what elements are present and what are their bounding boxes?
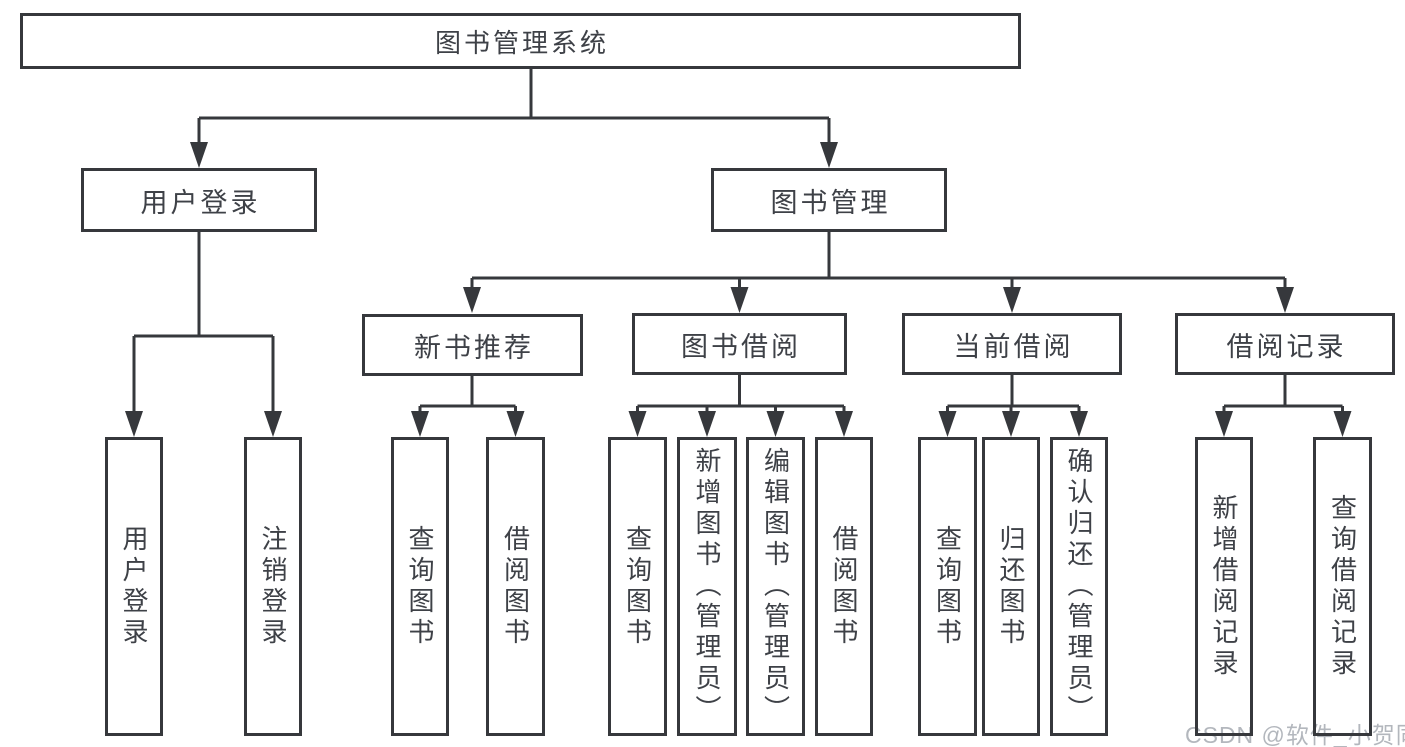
node-current-borrowing: 当前借阅 [902, 313, 1122, 375]
node-label: 图书借阅 [681, 331, 801, 362]
node-label: 借阅记录 [1226, 331, 1347, 362]
arrowhead [730, 287, 749, 313]
node-label: 用户登录 [140, 187, 261, 218]
leaf-label: 查询借阅记录 [1327, 493, 1358, 680]
leaf-logout-login: 注销登录 [244, 437, 302, 736]
connector-borrow [636, 375, 846, 417]
leaf-user-login: 用户登录 [105, 437, 163, 736]
leaf-label: 新增图书（管理员） [692, 447, 722, 726]
leaf-label: 查询图书 [405, 524, 435, 649]
leaf-label: 查询图书 [622, 524, 653, 649]
connector-login [132, 232, 275, 417]
arrowhead [1215, 411, 1233, 437]
node-label: 新书推荐 [414, 332, 534, 363]
leaf-edit-books-admin: 编辑图书（管理员） [746, 437, 805, 736]
arrowhead [835, 411, 853, 437]
connector-root [197, 69, 831, 148]
node-label: 当前借阅 [953, 331, 1074, 362]
arrowhead [1002, 411, 1020, 437]
arrowhead [1003, 287, 1021, 313]
node-label: 图书管理系统 [434, 27, 609, 58]
arrowhead [264, 411, 282, 437]
leaf-label: 借阅图书 [829, 524, 859, 649]
leaf-label: 查询图书 [932, 524, 963, 649]
arrowhead [411, 411, 429, 437]
arrowhead [628, 411, 647, 437]
connector-current [946, 375, 1081, 417]
arrowhead [506, 411, 525, 437]
connector-newbook [418, 376, 517, 417]
connector-management [470, 232, 1287, 292]
leaf-label: 新增借阅记录 [1209, 493, 1239, 680]
leaf-borrow-books-newbook: 借阅图书 [486, 437, 545, 736]
leaf-borrow-books-borrow: 借阅图书 [815, 437, 873, 736]
arrowhead [938, 411, 957, 437]
arrowhead [766, 411, 785, 437]
node-library-management-system: 图书管理系统 [20, 13, 1021, 69]
node-book-management: 图书管理 [711, 168, 947, 232]
connector-records [1222, 375, 1344, 417]
node-book-borrowing: 图书借阅 [632, 313, 847, 375]
leaf-return-books: 归还图书 [982, 437, 1040, 736]
leaf-query-borrow-record: 查询借阅记录 [1313, 437, 1372, 736]
leaf-label: 借阅图书 [500, 524, 531, 649]
node-new-book-recommend: 新书推荐 [362, 314, 583, 376]
leaf-label: 归还图书 [996, 524, 1026, 649]
arrowhead [463, 287, 481, 313]
node-borrowing-records: 借阅记录 [1175, 313, 1395, 375]
leaf-query-books-current: 查询图书 [918, 437, 977, 736]
arrowhead [820, 142, 838, 168]
node-label: 图书管理 [770, 187, 891, 218]
leaf-query-books-borrow: 查询图书 [608, 437, 667, 736]
leaf-label: 用户登录 [119, 524, 149, 649]
leaf-label: 注销登录 [258, 524, 288, 649]
arrowhead [698, 411, 716, 437]
node-user-login: 用户登录 [81, 168, 317, 232]
leaf-add-books-admin: 新增图书（管理员） [677, 437, 737, 736]
arrowhead [125, 411, 143, 437]
arrowhead [1276, 287, 1294, 313]
arrowhead [1070, 411, 1088, 437]
arrowhead [190, 142, 208, 168]
leaf-add-borrow-record: 新增借阅记录 [1195, 437, 1253, 736]
leaf-query-books-newbook: 查询图书 [391, 437, 449, 736]
leaf-label: 确认归还（管理员） [1064, 447, 1094, 726]
leaf-label: 编辑图书（管理员） [760, 447, 791, 726]
leaf-confirm-return-admin: 确认归还（管理员） [1050, 437, 1108, 736]
arrowhead [1333, 411, 1352, 437]
